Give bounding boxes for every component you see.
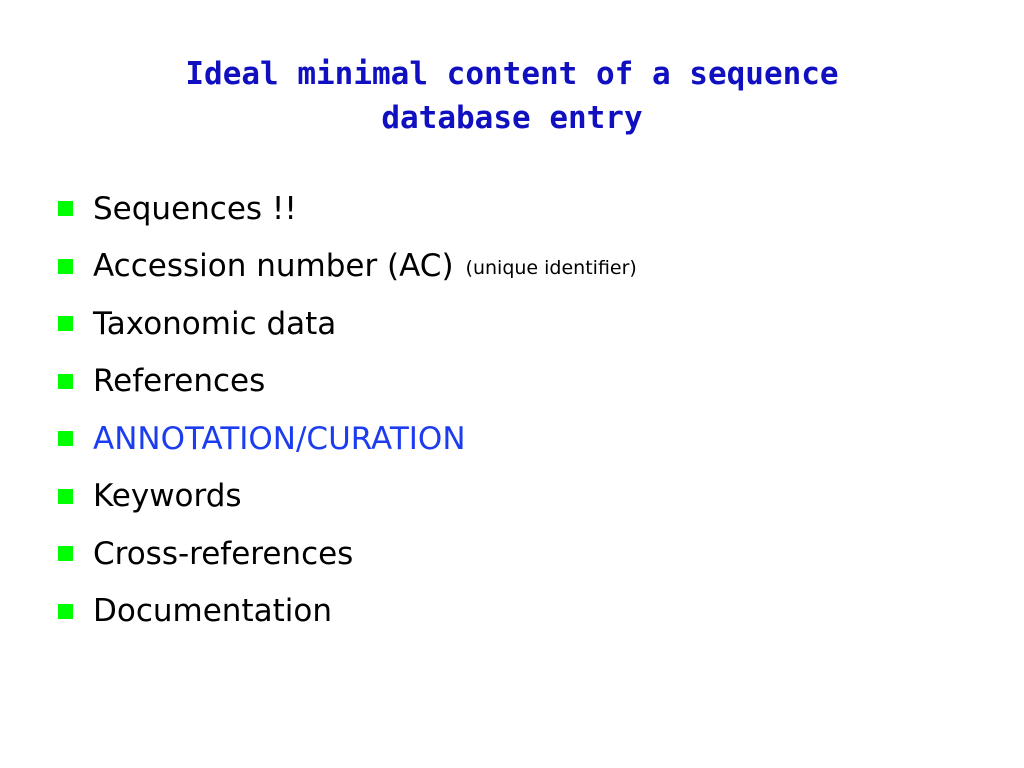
square-bullet-icon bbox=[58, 603, 73, 619]
bullet-text: Accession number (AC) bbox=[93, 248, 454, 285]
bullet-item-accession-number: Accession number (AC) (unique identifier… bbox=[58, 238, 637, 296]
bullet-item-documentation: Documentation bbox=[58, 583, 637, 641]
bullet-item-taxonomic-data: Taxonomic data bbox=[58, 295, 637, 353]
slide-title: Ideal minimal content of a sequence data… bbox=[0, 52, 1024, 140]
bullet-item-cross-references: Cross-references bbox=[58, 525, 637, 583]
bullet-text: Keywords bbox=[93, 478, 242, 515]
bullet-list: Sequences !! Accession number (AC) (uniq… bbox=[58, 180, 637, 640]
square-bullet-icon bbox=[58, 546, 73, 562]
square-bullet-icon bbox=[58, 316, 73, 332]
bullet-text: Taxonomic data bbox=[93, 305, 337, 342]
bullet-text: Documentation bbox=[93, 593, 332, 630]
square-bullet-icon bbox=[58, 373, 73, 389]
bullet-text: Sequences !! bbox=[93, 190, 297, 227]
bullet-item-annotation-curation: ANNOTATION/CURATION bbox=[58, 410, 637, 468]
slide-title-line-2: database entry bbox=[381, 100, 643, 136]
square-bullet-icon bbox=[58, 258, 73, 274]
bullet-text-highlighted: ANNOTATION/CURATION bbox=[93, 420, 466, 457]
bullet-item-references: References bbox=[58, 353, 637, 411]
slide-title-line-1: Ideal minimal content of a sequence bbox=[185, 56, 839, 92]
bullet-text: Cross-references bbox=[93, 535, 354, 572]
bullet-item-sequences: Sequences !! bbox=[58, 180, 637, 238]
bullet-item-keywords: Keywords bbox=[58, 468, 637, 526]
square-bullet-icon bbox=[58, 488, 73, 504]
square-bullet-icon bbox=[58, 431, 73, 447]
bullet-text: References bbox=[93, 363, 266, 400]
square-bullet-icon bbox=[58, 201, 73, 217]
bullet-note: (unique identifier) bbox=[465, 257, 637, 280]
